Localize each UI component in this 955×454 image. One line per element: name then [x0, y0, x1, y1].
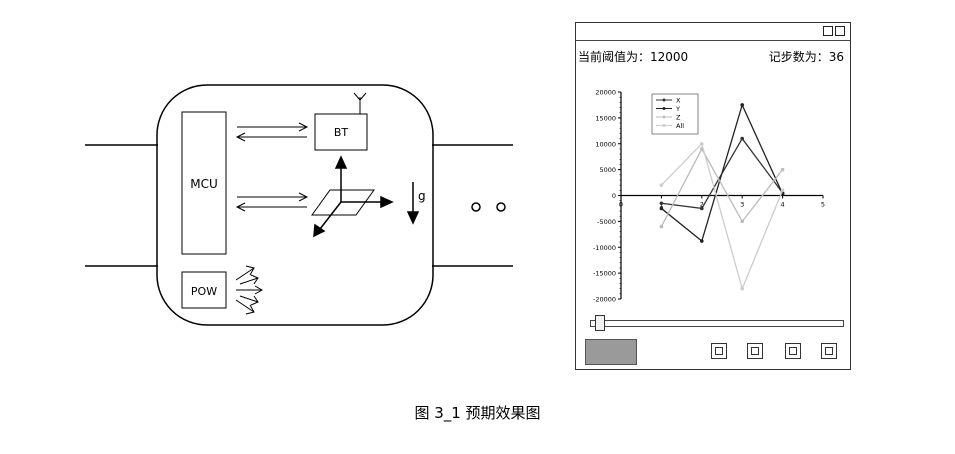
- gravity-label: g: [418, 189, 426, 203]
- square-icon: [751, 347, 759, 355]
- series-point: [700, 141, 704, 146]
- maximize-icon[interactable]: [835, 26, 845, 36]
- series-point: [700, 206, 704, 211]
- series-point: [659, 206, 664, 211]
- series-point: [740, 219, 744, 224]
- series-point: [659, 224, 664, 229]
- y-tick-label: 20000: [595, 89, 616, 97]
- legend-label: Z: [676, 114, 681, 122]
- threshold-slider-track[interactable]: [590, 320, 844, 327]
- bt-block: [314, 113, 368, 151]
- series-point: [780, 188, 785, 193]
- y-tick-label: -10000: [593, 244, 616, 252]
- band-button: [496, 202, 506, 212]
- y-tick-label: -20000: [593, 296, 616, 304]
- legend-box: [651, 93, 699, 135]
- series-line: [660, 142, 784, 291]
- y-tick-label: 0: [612, 192, 616, 200]
- pow-block: [181, 271, 227, 309]
- pow-label: POW: [191, 285, 217, 298]
- control-button-1[interactable]: [711, 343, 727, 359]
- legend-marker: [662, 124, 666, 127]
- y-tick-label: 5000: [599, 166, 616, 174]
- legend-label: X: [676, 97, 681, 105]
- x-tick-label: 4: [781, 201, 785, 209]
- square-icon: [715, 347, 723, 355]
- x-tick-label: 2: [700, 201, 704, 209]
- legend-label: Y: [675, 105, 680, 113]
- control-button-3[interactable]: [785, 343, 801, 359]
- series-line: [660, 147, 784, 227]
- series-point: [659, 183, 664, 187]
- legend-marker: [662, 107, 666, 110]
- series-point: [700, 239, 704, 243]
- legend-marker: [662, 115, 666, 119]
- x-tick-label: 5: [821, 201, 825, 209]
- figure-caption: 图 3_1 预期效果图: [414, 404, 541, 422]
- title-bar: [576, 23, 850, 41]
- legend-label: All: [676, 122, 684, 130]
- control-button-2[interactable]: [747, 343, 763, 359]
- mcu-label: MCU: [190, 177, 218, 191]
- start-button[interactable]: [585, 339, 637, 365]
- bt-label: BT: [334, 126, 349, 139]
- series-point: [740, 103, 744, 107]
- square-icon: [825, 347, 833, 355]
- series-point: [780, 167, 785, 172]
- mcu-block: [181, 111, 227, 255]
- x-tick-label: 0: [619, 201, 623, 209]
- square-icon: [789, 347, 797, 355]
- step-count-label: 记步数为：36: [768, 50, 844, 64]
- y-tick-label: -15000: [593, 270, 616, 278]
- antenna-icon: [353, 92, 367, 114]
- band-button: [471, 202, 481, 212]
- series-line: [660, 103, 784, 243]
- y-tick-label: -5000: [597, 218, 616, 226]
- threshold-slider-thumb[interactable]: [594, 315, 605, 331]
- accelerometer-axes-icon: [311, 155, 394, 238]
- y-tick-label: 10000: [595, 140, 616, 148]
- y-tick-label: 15000: [595, 114, 616, 122]
- power-output-arrows-icon: [235, 265, 264, 315]
- threshold-label: 当前阈值为：12000: [578, 50, 689, 64]
- minimize-icon[interactable]: [823, 26, 833, 36]
- series-point: [659, 201, 664, 206]
- device-body: [156, 84, 434, 326]
- app-window: 当前阈值为：12000 记步数为：36 20000 15000 10000 5000 0…: [575, 22, 851, 370]
- bidirectional-arrow-icon: [235, 122, 309, 212]
- gravity-arrow-icon: [406, 182, 420, 225]
- legend-marker: [662, 98, 666, 102]
- series-point: [740, 136, 744, 141]
- control-button-4[interactable]: [821, 343, 837, 359]
- x-tick-label: 3: [740, 201, 744, 209]
- line-chart: 20000 15000 10000 5000 0 -5000 -10000 -15000 -20…: [593, 89, 825, 304]
- series-point: [740, 286, 744, 291]
